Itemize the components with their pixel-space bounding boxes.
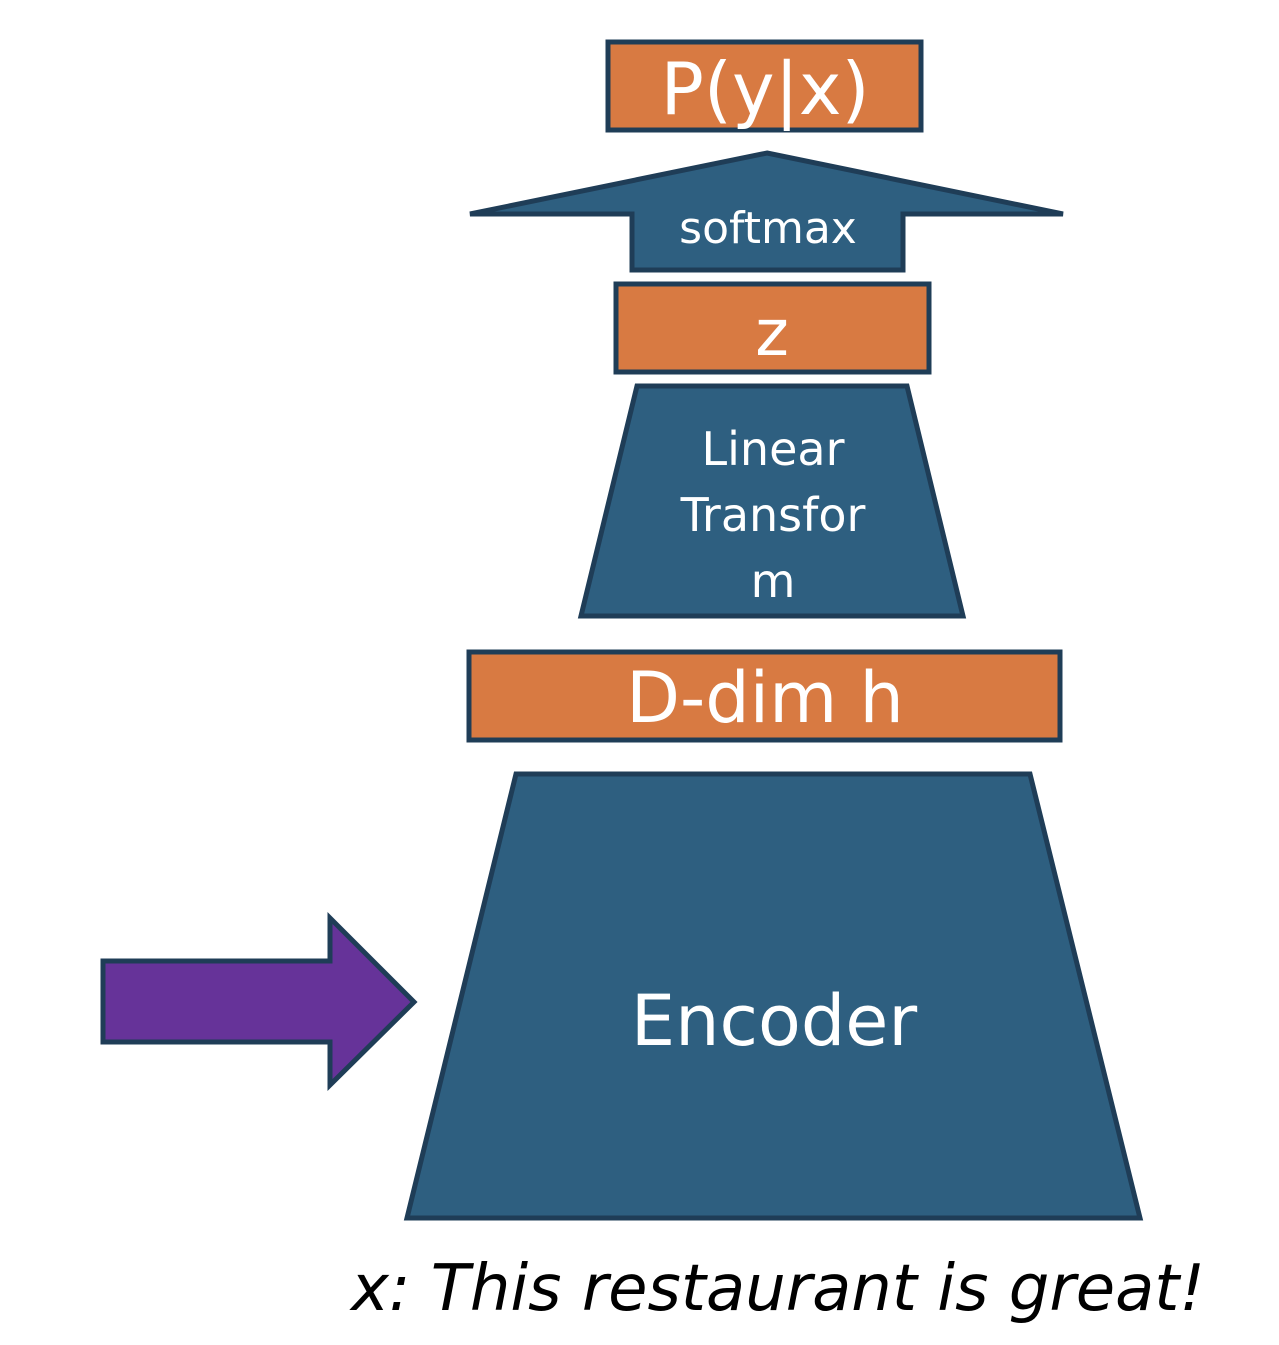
right-arrow-icon — [100, 911, 418, 1091]
logits-label: z — [755, 297, 789, 371]
encoder-block: Encoder — [403, 771, 1144, 1221]
hidden-label: D-dim h — [626, 657, 904, 739]
linear-label-line-2: Transfor — [680, 488, 866, 542]
output-probability-box: P(y|x) — [605, 39, 924, 133]
softmax-arrow: softmax — [469, 150, 1064, 273]
input-caption: x: This restaurant is great! — [349, 1252, 1205, 1326]
hidden-box-shape — [466, 649, 1063, 743]
encoder-shape — [403, 771, 1144, 1221]
hidden-representation-box: D-dim h — [466, 649, 1063, 743]
input-arrow — [100, 911, 418, 1091]
output-box-shape — [605, 39, 924, 133]
output-label: P(y|x) — [660, 47, 869, 132]
linear-transform-shape — [577, 383, 967, 619]
logits-box: z — [613, 281, 932, 375]
linear-label-line-3: m — [751, 554, 796, 608]
encoder-label: Encoder — [631, 980, 917, 1062]
logits-box-shape — [613, 281, 932, 375]
linear-label-line-1: Linear — [702, 422, 845, 476]
softmax-label: softmax — [679, 203, 857, 254]
linear-transform-block: Linear Transfor m — [577, 383, 967, 619]
up-arrow-icon — [469, 150, 1064, 273]
